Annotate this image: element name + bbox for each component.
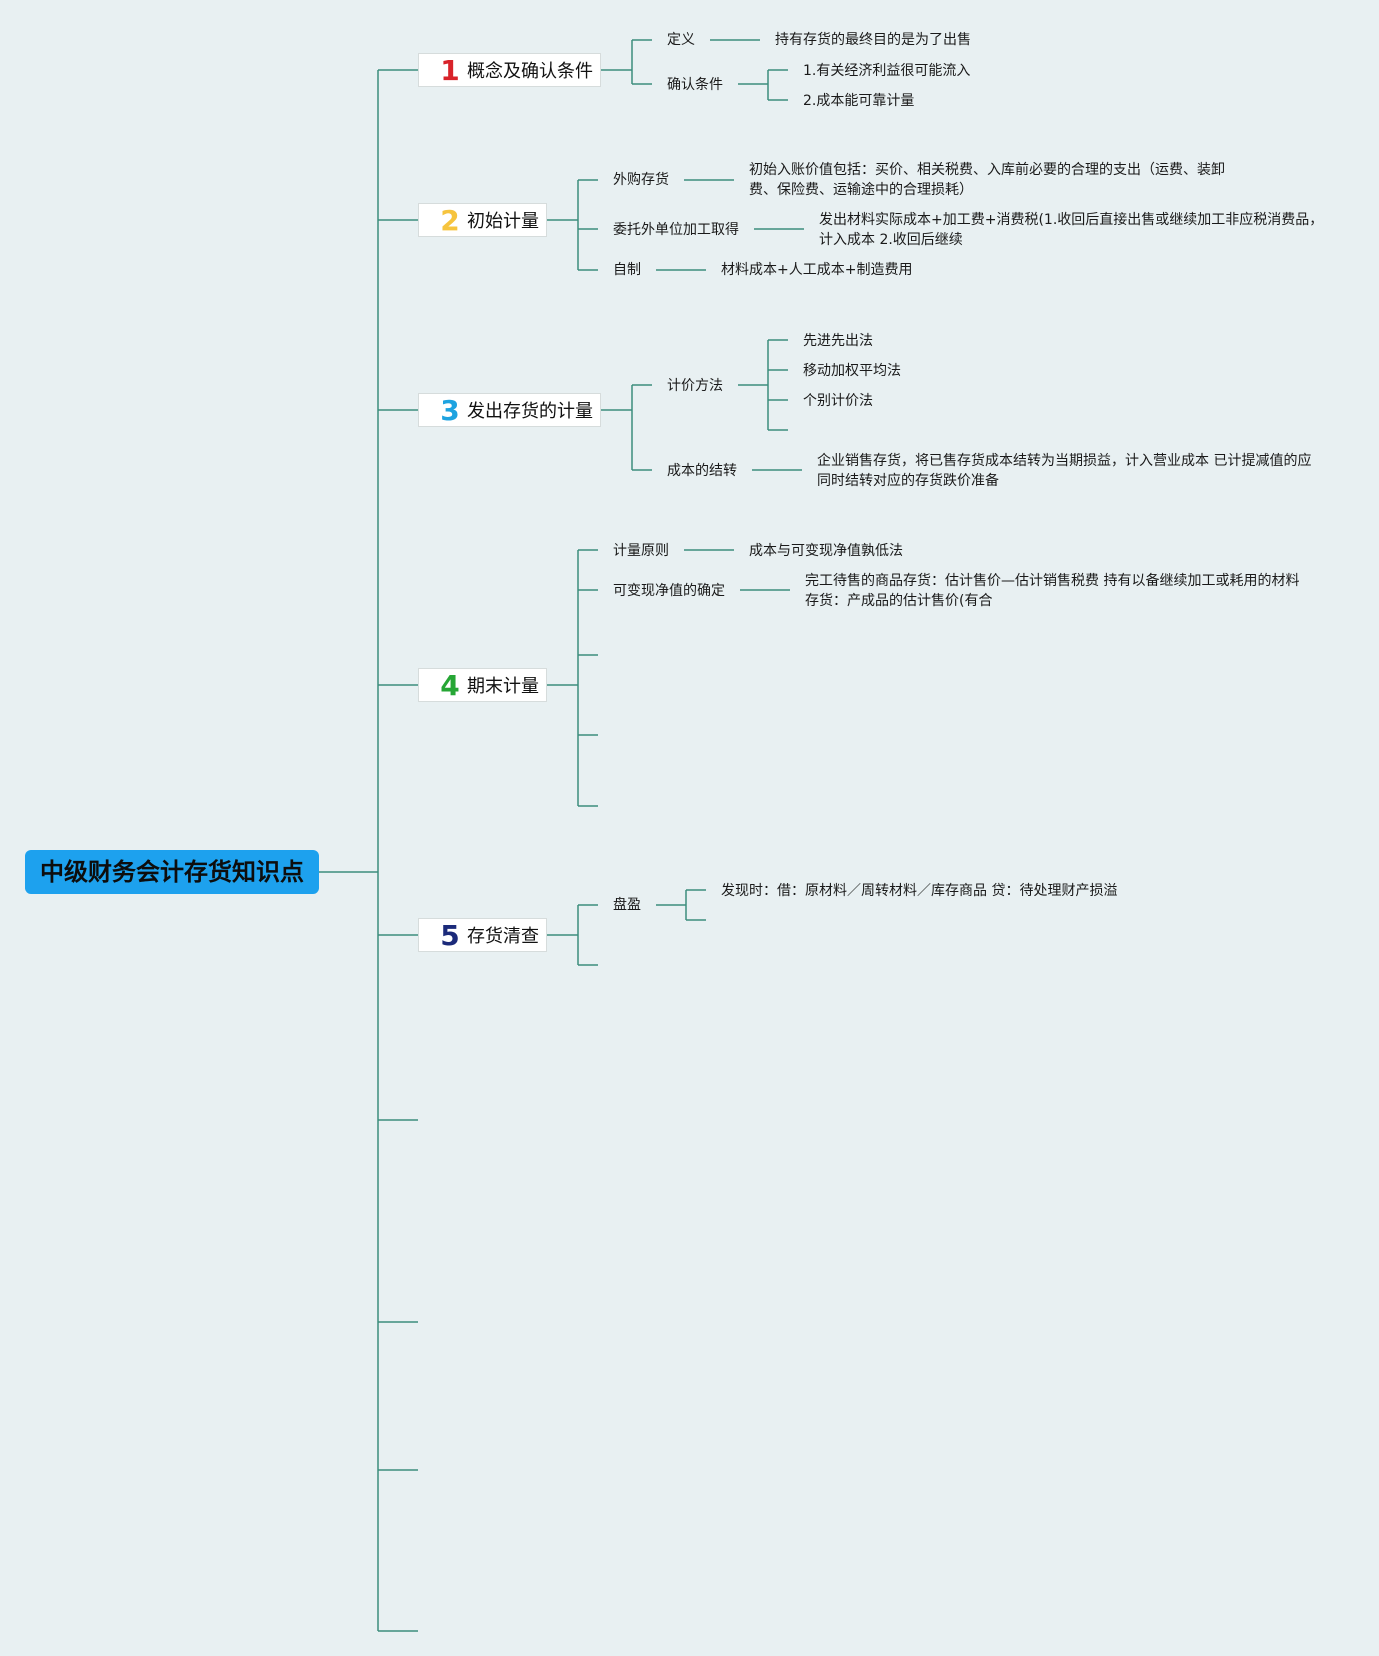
topic-label: 发出存货的计量 bbox=[467, 401, 593, 422]
subtopic-purchased-inventory[interactable]: 外购存货 bbox=[613, 172, 669, 188]
topic-label: 概念及确认条件 bbox=[467, 61, 593, 82]
net-realizable-value-text[interactable]: 完工待售的商品存货：估计售价—估计销售税费 持有以备继续加工或耗用的材料 存货：… bbox=[805, 573, 1300, 609]
subtopic-outsourced-processing[interactable]: 委托外单位加工取得 bbox=[613, 222, 739, 238]
definition-text[interactable]: 持有存货的最终目的是为了出售 bbox=[775, 32, 971, 48]
subtopic-cost-carryover[interactable]: 成本的结转 bbox=[667, 463, 737, 479]
root-topic[interactable]: 中级财务会计存货知识点 bbox=[25, 850, 319, 894]
condition-1[interactable]: 1.有关经济利益很可能流入 bbox=[803, 63, 971, 79]
condition-2[interactable]: 2.成本能可靠计量 bbox=[803, 93, 915, 109]
cost-carryover-text[interactable]: 企业销售存货，将已售存货成本结转为当期损益，计入营业成本 已计提减值的应 同时结… bbox=[817, 453, 1312, 489]
topic-issue-measurement[interactable]: 3 发出存货的计量 bbox=[418, 393, 601, 427]
number-1-icon: 1 bbox=[440, 53, 460, 87]
measurement-principle-text[interactable]: 成本与可变现净值孰低法 bbox=[749, 543, 903, 559]
topic-label: 期末计量 bbox=[467, 676, 539, 697]
number-4-icon: 4 bbox=[440, 668, 460, 702]
topic-label: 初始计量 bbox=[467, 211, 539, 232]
surplus-text[interactable]: 发现时：借：原材料／周转材料／库存商品 贷：待处理财产损溢 bbox=[721, 883, 1118, 899]
outsourced-processing-text[interactable]: 发出材料实际成本+加工费+消费税(1.收回后直接出售或继续加工非应税消费品， 计… bbox=[819, 212, 1324, 248]
topic-label: 存货清查 bbox=[467, 926, 539, 947]
subtopic-surplus[interactable]: 盘盈 bbox=[613, 897, 641, 913]
subtopic-definition[interactable]: 定义 bbox=[667, 32, 695, 48]
subtopic-net-realizable-value[interactable]: 可变现净值的确定 bbox=[613, 583, 725, 599]
number-5-icon: 5 bbox=[440, 918, 460, 952]
purchased-inventory-text[interactable]: 初始入账价值包括：买价、相关税费、入库前必要的合理的支出（运费、装卸 费、保险费… bbox=[749, 162, 1225, 198]
topic-inventory-count[interactable]: 5 存货清查 bbox=[418, 918, 547, 952]
subtopic-self-made[interactable]: 自制 bbox=[613, 262, 641, 278]
topic-concept[interactable]: 1 概念及确认条件 bbox=[418, 53, 601, 87]
subtopic-pricing-methods[interactable]: 计价方法 bbox=[667, 378, 723, 394]
method-fifo[interactable]: 先进先出法 bbox=[803, 333, 873, 349]
method-moving-average[interactable]: 移动加权平均法 bbox=[803, 363, 901, 379]
number-3-icon: 3 bbox=[440, 393, 460, 427]
subtopic-recognition-conditions[interactable]: 确认条件 bbox=[667, 77, 723, 93]
subtopic-measurement-principle[interactable]: 计量原则 bbox=[613, 543, 669, 559]
self-made-text[interactable]: 材料成本+人工成本+制造费用 bbox=[721, 262, 913, 278]
number-2-icon: 2 bbox=[440, 203, 460, 237]
method-specific-identification[interactable]: 个别计价法 bbox=[803, 393, 873, 409]
topic-initial-measurement[interactable]: 2 初始计量 bbox=[418, 203, 547, 237]
topic-period-end-measurement[interactable]: 4 期末计量 bbox=[418, 668, 547, 702]
